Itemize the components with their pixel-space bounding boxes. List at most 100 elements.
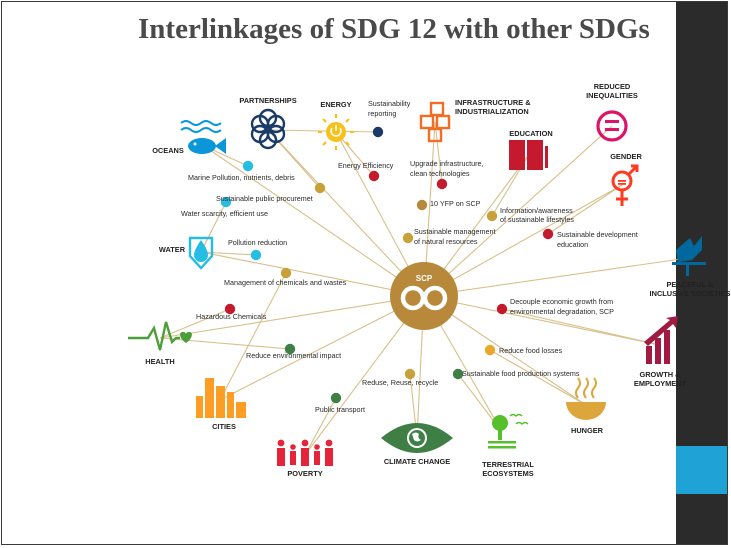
growth-label-line1: GROWTH & [639,370,681,379]
link-label-natural-resources-2: of natural resources [414,237,478,246]
link-node-pollution-reduction [250,249,262,261]
link-node-hazardous-chemicals [224,303,236,315]
cubes-icon [419,101,451,143]
water-drop-icon [188,236,214,270]
dove-icon [672,236,706,276]
link-label-sd-education-2: education [557,240,588,249]
connector-hazardous-chemicals-health [159,308,231,339]
connector-food-losses-hunger [489,349,587,406]
connector-sd-education-gender [547,184,623,235]
link-label-chemicals-wastes: Management of chemicals and wastes [224,278,347,287]
tree-icon [488,413,529,449]
inequalities-label-line2: INEQUALITIES [586,91,638,100]
connector-water-scarcity-water [200,201,227,253]
water-goal: WATER [159,236,214,270]
link-label-sd-education-1: Sustainable development [557,230,638,239]
link-node-decouple-growth [496,303,508,315]
peace-label-line1: PEACEFUL & [666,280,714,289]
growth-label-line2: EMPLOYMENT [634,379,687,388]
link-label-information-awareness-2: of sustainable lifestyles [500,215,574,224]
link-label-information-awareness-1: Information/awareness [500,206,573,215]
link-node-upgrade-infrastructure [436,178,448,190]
family-icon [277,439,333,466]
connector-pollution-reduction-water [200,251,257,256]
side-bar-accent [676,446,727,494]
connector-public-transport-poverty [304,397,337,456]
energy-label: ENERGY [320,100,351,109]
link-label-reduse-reuse-recycle: Reduse, Reuse, recycle [362,378,438,387]
cities-goal: CITIES [196,378,246,431]
connector-inequalities [423,125,613,297]
hunger-goal: HUNGER [566,377,606,435]
link-label-food-losses: Reduce food losses [499,346,563,355]
connector-environmental-impact-health [159,337,291,350]
connector-gender [423,184,623,297]
bowl-icon [566,377,606,420]
link-label-decouple-growth-1: Decouple economic growth from [510,297,613,306]
connector-growth [423,295,661,346]
link-node-environmental-impact [284,343,296,355]
link-node-reduse-reuse-recycle [404,368,416,380]
inequalities-goal: REDUCED INEQUALITIES [586,82,638,142]
link-label-food-production: Sustainable food production systems [462,369,580,378]
oceans-label: OCEANS [152,146,184,155]
partnerships-label: PARTNERSHIPS [239,96,296,105]
water-label: WATER [159,245,186,254]
link-nodes [220,126,554,404]
equals-circle-icon [596,110,628,142]
link-label-water-scarcity: Water scarcity, efficient use [181,209,268,218]
energy-goal: ENERGY [318,100,354,150]
slide-title: Interlinkages of SDG 12 with other SDGs [138,13,650,45]
growth-chart-icon [644,316,678,364]
terrestrial-label-line1: TERRESTRIAL [482,460,534,469]
education-label: EDUCATION [509,129,552,138]
link-node-marine-pollution [242,160,254,172]
peace-label-line2: INCLUSIVE SOCIETIES [650,289,731,298]
infrastructure-label-line2: INDUSTRIALIZATION [455,107,529,116]
link-label-public-procurement: Sustainable public procuremet [216,194,313,203]
heartbeat-icon [128,321,192,351]
link-label-decouple-growth-2: environmental degradation, SCP [510,307,614,316]
link-node-chemicals-wastes [280,267,292,279]
climate-goal: CLIMATE CHANGE [381,423,453,466]
connector-chemicals-wastes-cities [219,272,287,401]
link-label-energy-efficiency: Energy Efficiency [338,161,394,170]
link-node-food-production [452,368,464,380]
inequalities-label-line1: REDUCED [594,82,631,91]
gender-symbol-icon [611,164,639,206]
link-label-upgrade-infrastructure-2: clean technologies [410,169,470,178]
globe-eye-icon [381,423,453,453]
link-node-public-transport [330,392,342,404]
link-label-marine-pollution: Marine Pollution, nutrients, debris [188,173,295,182]
connector-sustainability-reporting-partnerships [267,129,379,133]
health-label: HEALTH [145,357,174,366]
poverty-label: POVERTY [287,469,322,478]
terrestrial-goal: TERRESTRIAL ECOSYSTEMS [482,413,534,478]
book-icon [509,140,548,170]
peace-goal: PEACEFUL & INCLUSIVE SOCIETIES [650,236,731,298]
link-label-natural-resources-1: Sustainable management [414,227,496,236]
connector-peace [423,257,689,297]
link-label-sustainability-reporting-1: Sustainability [368,99,411,108]
connector-upgrade-infrastructure-infrastructure [434,121,443,185]
education-goal: EDUCATION [509,129,553,170]
link-node-yfp-scp [416,199,428,211]
link-label-environmental-impact: Reduce environmental impact [246,351,341,360]
health-goal: HEALTH [128,321,192,366]
terrestrial-label-line2: ECOSYSTEMS [482,469,533,478]
infinity-loop-icon [400,285,448,311]
link-node-public-procurement [314,182,326,194]
growth-goal: GROWTH & EMPLOYMENT [634,316,687,388]
fish-icon [180,120,226,154]
gender-label: GENDER [610,152,642,161]
hub-label: SCP [416,274,433,283]
flower-ring-icon [250,108,286,150]
link-node-sd-education [542,228,554,240]
poverty-goal: POVERTY [277,439,333,478]
partnerships-goal: PARTNERSHIPS [239,96,297,150]
connector-water [200,251,425,297]
link-label-pollution-reduction: Pollution reduction [228,238,287,247]
